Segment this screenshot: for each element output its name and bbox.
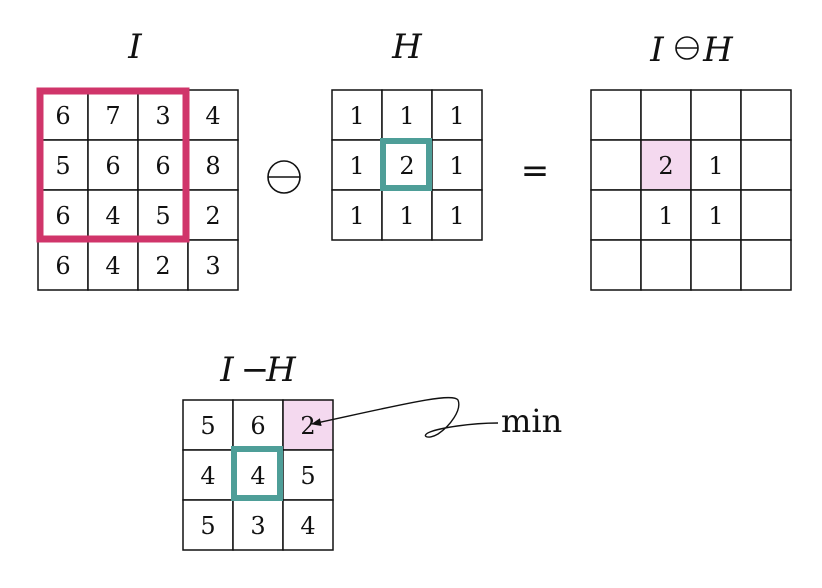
kernel-value-2-0: 1 <box>349 202 364 230</box>
kernel-title: H <box>391 27 423 67</box>
kernel-value-0-1: 1 <box>399 102 414 130</box>
result-cell-1-1 <box>640 139 692 191</box>
kernel-value-0-0: 1 <box>349 102 364 130</box>
input-value-2-3: 2 <box>205 202 220 230</box>
kernel-value-1-0: 1 <box>349 152 364 180</box>
result-cell-0-3 <box>740 89 792 141</box>
kernel-value-2-2: 1 <box>449 202 464 230</box>
result-cell-2-0 <box>590 189 642 241</box>
input-value-1-0: 5 <box>55 152 70 180</box>
difference-title: I − H <box>219 350 297 390</box>
min-pointer-arrow <box>311 396 499 438</box>
input-cell-3-2 <box>137 239 189 291</box>
input-cell-1-1 <box>87 139 139 191</box>
result-cell-0-0 <box>590 89 642 141</box>
difference-title-left: I <box>219 350 234 390</box>
erosion-operator-symbol-small <box>675 36 699 60</box>
input-value-1-3: 8 <box>205 152 220 180</box>
input-cell-2-2 <box>137 189 189 241</box>
difference-value-1-2: 5 <box>300 462 315 490</box>
difference-value-2-2: 4 <box>300 512 315 540</box>
input-cell-0-3 <box>187 89 239 141</box>
input-value-3-1: 4 <box>105 252 120 280</box>
input-window-highlight <box>36 87 190 243</box>
difference-cell-2-2 <box>282 499 334 551</box>
input-value-3-2: 2 <box>155 252 170 280</box>
difference-value-0-0: 5 <box>200 412 215 440</box>
result-cell-3-1 <box>640 239 692 291</box>
kernel-value-1-2: 1 <box>449 152 464 180</box>
kernel-value-2-1: 1 <box>399 202 414 230</box>
input-value-3-0: 6 <box>55 252 70 280</box>
input-title: I <box>127 27 142 67</box>
difference-grid: 5 6 2 4 4 5 5 3 4 <box>182 399 334 551</box>
min-label: min <box>501 402 562 440</box>
input-cell-3-0 <box>37 239 89 291</box>
input-value-0-2: 3 <box>155 102 170 130</box>
difference-center-highlight <box>231 446 283 501</box>
result-value-2-1: 1 <box>658 202 673 230</box>
difference-title-minus: − <box>241 350 270 390</box>
result-cell-1-3 <box>740 139 792 191</box>
difference-value-1-0: 4 <box>200 462 215 490</box>
erosion-operator-symbol <box>267 160 301 194</box>
kernel-cell-2-2 <box>431 189 483 241</box>
result-title: I H <box>649 30 734 70</box>
input-value-3-3: 3 <box>205 252 220 280</box>
difference-value-0-1: 6 <box>250 412 265 440</box>
input-value-0-1: 7 <box>105 102 120 130</box>
result-cell-3-0 <box>590 239 642 291</box>
kernel-cell-2-1 <box>381 189 433 241</box>
result-value-1-1: 2 <box>658 152 673 180</box>
difference-value-1-1: 4 <box>250 462 265 490</box>
difference-value-2-1: 3 <box>250 512 265 540</box>
input-cell-2-3 <box>187 189 239 241</box>
result-cell-0-1 <box>640 89 692 141</box>
kernel-value-0-2: 1 <box>449 102 464 130</box>
kernel-cell-0-2 <box>431 89 483 141</box>
kernel-cell-0-0 <box>331 89 383 141</box>
difference-cell-2-1 <box>232 499 284 551</box>
difference-cell-1-2 <box>282 449 334 501</box>
kernel-cell-0-1 <box>381 89 433 141</box>
result-cell-2-3 <box>740 189 792 241</box>
kernel-grid: 1 1 1 1 2 1 1 1 1 <box>331 89 483 241</box>
kernel-center-highlight <box>380 138 432 191</box>
result-cell-3-3 <box>740 239 792 291</box>
difference-value-2-0: 5 <box>200 512 215 540</box>
input-grid: 6 7 3 4 5 6 6 8 6 4 5 2 6 4 2 3 <box>37 89 239 291</box>
result-cell-3-2 <box>690 239 742 291</box>
result-cell-1-0 <box>590 139 642 191</box>
input-value-0-3: 4 <box>205 102 220 130</box>
input-cell-1-2 <box>137 139 189 191</box>
input-value-2-1: 4 <box>105 202 120 230</box>
difference-cell-0-1 <box>232 399 284 451</box>
input-value-2-2: 5 <box>155 202 170 230</box>
input-value-2-0: 6 <box>55 202 70 230</box>
kernel-value-1-1: 2 <box>399 152 414 180</box>
input-value-1-1: 6 <box>105 152 120 180</box>
difference-value-0-2: 2 <box>300 412 315 440</box>
kernel-cell-2-0 <box>331 189 383 241</box>
result-title-right: H <box>702 30 734 70</box>
input-cell-3-1 <box>87 239 139 291</box>
input-value-1-2: 6 <box>155 152 170 180</box>
input-cell-2-0 <box>37 189 89 241</box>
input-cell-0-2 <box>137 89 189 141</box>
result-cell-0-2 <box>690 89 742 141</box>
difference-title-right: H <box>265 350 297 390</box>
result-grid: 2 1 1 1 <box>590 89 792 291</box>
input-cell-1-3 <box>187 139 239 191</box>
result-value-1-2: 1 <box>708 152 723 180</box>
equals-sign: = <box>521 151 550 191</box>
input-value-0-0: 6 <box>55 102 70 130</box>
result-cell-2-2 <box>690 189 742 241</box>
input-cell-3-3 <box>187 239 239 291</box>
kernel-cell-1-2 <box>431 139 483 191</box>
result-value-2-2: 1 <box>708 202 723 230</box>
result-title-left: I <box>649 30 664 70</box>
